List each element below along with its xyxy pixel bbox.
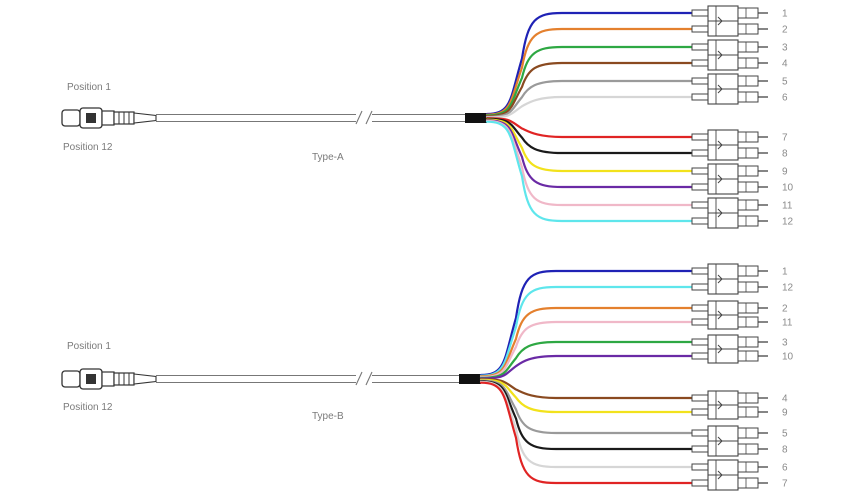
type-b-fiber-numbers: 1 12 2 11 3 10 4 9 5 8 6 7 <box>782 267 794 490</box>
fiber-number-6: 6 <box>782 93 788 104</box>
lc-duplex-connector <box>691 425 768 457</box>
type-b-assembly: Position 1 Position 12 Type-B 1 12 2 11 3 10 4… <box>61 263 794 491</box>
lc-duplex-connector <box>691 73 768 105</box>
fiber-red <box>485 117 694 139</box>
lc-duplex-connector <box>691 300 768 330</box>
fiber-rose <box>485 119 694 207</box>
type-a-assembly: Position 1 Position 12 Type-A 1234567891… <box>61 5 794 229</box>
fiber-green <box>485 45 694 117</box>
fiber-number-6: 6 <box>782 463 788 474</box>
fiber-yellow <box>479 378 694 414</box>
lc-duplex-connector <box>691 459 768 491</box>
fiber-number-2: 2 <box>782 25 788 36</box>
lc-duplex-connector <box>691 390 768 420</box>
type-a-position-12-label: Position 12 <box>63 142 113 153</box>
fiber-gray <box>479 379 694 435</box>
fiber-number-3: 3 <box>782 338 788 349</box>
fiber-number-4: 4 <box>782 394 788 405</box>
fiber-green <box>479 340 694 379</box>
type-a-lc-connectors <box>691 5 768 229</box>
lc-duplex-connector <box>691 197 768 229</box>
fiber-number-12: 12 <box>782 283 794 294</box>
fiber-number-9: 9 <box>782 408 788 419</box>
fiber-number-4: 4 <box>782 59 788 70</box>
fiber-brown <box>479 378 694 400</box>
type-a-type-label: Type-A <box>312 152 344 163</box>
lc-duplex-connector <box>691 129 768 161</box>
fiber-number-5: 5 <box>782 77 788 88</box>
fiber-number-7: 7 <box>782 133 788 144</box>
fiber-aqua <box>479 285 694 377</box>
fiber-number-10: 10 <box>782 352 794 363</box>
type-b-type-label: Type-B <box>312 411 344 422</box>
type-a-breakout-boot <box>465 113 487 123</box>
lc-duplex-connector <box>691 39 768 71</box>
fiber-black <box>485 117 694 155</box>
fiber-number-7: 7 <box>782 479 788 490</box>
type-b-position-12-label: Position 12 <box>63 402 113 413</box>
fiber-orange <box>479 306 694 378</box>
fiber-number-2: 2 <box>782 304 788 315</box>
type-a-trunk-cable <box>156 110 487 126</box>
type-a-position-1-label: Position 1 <box>67 82 111 93</box>
fiber-rose <box>479 320 694 379</box>
fiber-number-12: 12 <box>782 217 794 228</box>
fiber-number-5: 5 <box>782 429 788 440</box>
fiber-black <box>479 380 694 451</box>
fiber-number-11: 11 <box>782 318 793 329</box>
type-a-mpo-connector <box>61 107 157 129</box>
fiber-violet <box>479 354 694 380</box>
fiber-number-9: 9 <box>782 167 788 178</box>
fiber-gray <box>485 79 694 118</box>
type-b-position-1-label: Position 1 <box>67 341 111 352</box>
type-b-trunk-cable <box>156 371 481 387</box>
fiber-number-10: 10 <box>782 183 794 194</box>
type-b-breakout-boot <box>459 374 481 384</box>
lc-duplex-connector <box>691 5 768 37</box>
fiber-violet <box>485 119 694 189</box>
type-b-mpo-connector <box>61 368 157 390</box>
fiber-number-1: 1 <box>782 9 788 20</box>
fiber-aqua <box>485 120 694 223</box>
fiber-number-8: 8 <box>782 445 788 456</box>
lc-duplex-connector <box>691 163 768 195</box>
lc-duplex-connector <box>691 334 768 364</box>
fiber-orange <box>485 27 694 116</box>
fiber-red <box>479 381 694 485</box>
fiber-number-8: 8 <box>782 149 788 160</box>
lc-duplex-connector <box>691 263 768 295</box>
fiber-yellow <box>485 118 694 173</box>
type-b-lc-connectors <box>691 263 768 491</box>
fiber-brown <box>485 61 694 118</box>
fiber-number-1: 1 <box>782 267 788 278</box>
fiber-number-3: 3 <box>782 43 788 54</box>
fiber-number-11: 11 <box>782 201 793 212</box>
type-b-fiber-fanout <box>479 269 694 485</box>
fiber-white <box>485 95 694 119</box>
type-a-fiber-fanout <box>485 11 694 223</box>
